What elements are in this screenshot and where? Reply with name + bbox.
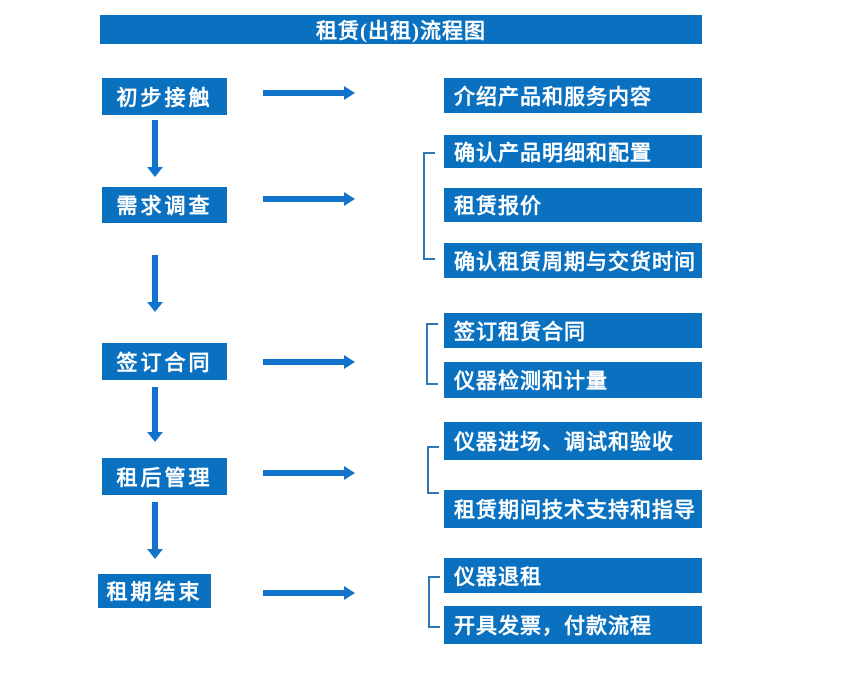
arrow-down-icon (147, 120, 163, 177)
group-bracket (426, 323, 438, 385)
group-bracket (423, 152, 435, 260)
step-box-post-rental-management: 租后管理 (102, 458, 227, 495)
item-box-instrument-testing: 仪器检测和计量 (444, 362, 702, 398)
step-box-sign-contract: 签订合同 (102, 343, 227, 380)
arrow-right-icon (263, 355, 355, 369)
item-box-confirm-product-details: 确认产品明细和配置 (444, 135, 702, 168)
arrow-right-icon (263, 192, 355, 206)
item-box-introduce-products: 介绍产品和服务内容 (444, 78, 702, 113)
item-box-instrument-arrival: 仪器进场、调试和验收 (444, 422, 702, 460)
group-bracket (427, 446, 439, 494)
step-box-rental-end: 租期结束 (98, 574, 211, 608)
item-box-confirm-rental-period: 确认租赁周期与交货时间 (444, 243, 702, 278)
group-bracket (428, 576, 440, 628)
arrow-down-icon (147, 502, 163, 559)
arrow-down-icon (147, 255, 163, 312)
item-box-invoice-payment: 开具发票，付款流程 (444, 606, 702, 644)
step-box-initial-contact: 初步接触 (102, 78, 227, 115)
item-box-technical-support: 租赁期间技术支持和指导 (444, 490, 702, 528)
step-box-demand-survey: 需求调查 (102, 187, 227, 223)
arrow-right-icon (263, 466, 355, 480)
item-box-instrument-return: 仪器退租 (444, 558, 702, 593)
flowchart-title: 租赁(出租)流程图 (100, 15, 702, 44)
item-box-sign-rental-contract: 签订租赁合同 (444, 313, 702, 348)
item-box-rental-quote: 租赁报价 (444, 188, 702, 222)
arrow-down-icon (147, 387, 163, 442)
arrow-right-icon (263, 586, 355, 600)
arrow-right-icon (263, 86, 355, 100)
